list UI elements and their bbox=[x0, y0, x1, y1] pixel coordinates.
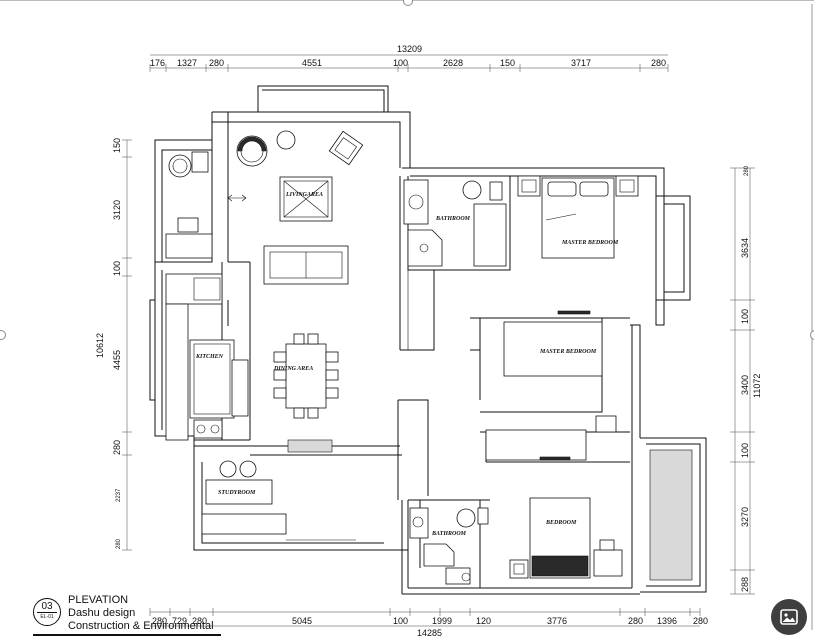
upper-bathroom-fixtures bbox=[403, 179, 507, 350]
dim-right-total: 11072 bbox=[752, 374, 762, 398]
dim-left: 280 bbox=[112, 440, 122, 455]
badge-divider bbox=[37, 612, 57, 613]
room-label-dining: DINING AREA bbox=[273, 366, 313, 372]
drawing-subtitle: Construction & Environmental bbox=[68, 620, 214, 632]
dim-bottom: 280 bbox=[152, 616, 167, 626]
dim-top: 280 bbox=[651, 58, 666, 68]
dim-bottom: 3776 bbox=[547, 616, 567, 626]
dim-top: 280 bbox=[209, 58, 224, 68]
dim-left: 150 bbox=[112, 138, 122, 153]
dim-top: 176 bbox=[150, 58, 165, 68]
sheet-code: EL-01 bbox=[40, 614, 54, 620]
dim-left: 4455 bbox=[112, 350, 122, 370]
dim-bottom-total: 14285 bbox=[417, 628, 442, 638]
top-dimension-line: 13209 176 1327 280 4551 100 2628 150 371… bbox=[149, 44, 669, 72]
dim-left-small: 2237 bbox=[116, 488, 122, 502]
room-label-living: LIVINGAREA bbox=[285, 192, 323, 198]
lower-bathroom-fixtures bbox=[409, 507, 489, 585]
living-furniture bbox=[227, 130, 364, 285]
top-edge-handle bbox=[403, 0, 413, 6]
room-label-master-bedroom-2: MASTER BEDROOM bbox=[539, 349, 597, 355]
title-underline bbox=[33, 634, 221, 636]
dim-right: 100 bbox=[740, 309, 750, 324]
drawing-title: PLEVATION bbox=[68, 594, 129, 606]
dim-bottom: 280 bbox=[628, 616, 643, 626]
left-edge-handle bbox=[0, 330, 6, 340]
image-icon bbox=[780, 609, 798, 625]
dim-top-total: 13209 bbox=[397, 44, 422, 54]
bedroom-lower-furniture bbox=[509, 449, 693, 581]
dim-top: 1327 bbox=[177, 58, 197, 68]
sheet-number: 03 bbox=[41, 601, 53, 612]
dim-left: 100 bbox=[112, 261, 122, 276]
dim-bottom: 120 bbox=[476, 616, 491, 626]
sheet-badge: 03 EL-01 bbox=[33, 598, 61, 626]
master-bedroom-1-label: MASTER BEDROOM bbox=[561, 240, 619, 246]
dim-left: 3120 bbox=[112, 200, 122, 220]
master-bedroom-1-furniture bbox=[517, 175, 639, 315]
dim-left-small: 280 bbox=[116, 538, 122, 549]
company-name: Dashu design bbox=[68, 607, 136, 619]
dim-top: 100 bbox=[393, 58, 408, 68]
dim-bottom: 100 bbox=[393, 616, 408, 626]
balcony-furniture bbox=[165, 151, 213, 259]
left-dimension-line: 150 3120 100 4455 280 2237 280 10612 bbox=[95, 138, 132, 551]
right-dimension-line: 280 3634 100 3400 100 3270 288 11072 bbox=[730, 165, 762, 595]
dim-bottom: 1999 bbox=[432, 616, 452, 626]
dim-bottom: 1396 bbox=[657, 616, 677, 626]
room-label-master-bedroom-1: MASTER BEDROOM bbox=[561, 240, 619, 246]
room-label-bathroom-upper: BATHROOM bbox=[435, 216, 471, 222]
dim-right: 288 bbox=[740, 577, 750, 592]
dim-right: 3634 bbox=[740, 238, 750, 258]
image-button[interactable] bbox=[771, 599, 807, 635]
room-label-kitchen: KITCHEN bbox=[195, 354, 224, 360]
dim-bottom: 280 bbox=[693, 616, 708, 626]
bottom-dimension-line: 280 729 280 5045 100 1999 120 3776 280 1… bbox=[149, 608, 708, 638]
room-label-study: STUDYROOM bbox=[218, 490, 256, 496]
dim-top: 4551 bbox=[302, 58, 322, 68]
kitchen-fixtures bbox=[165, 273, 249, 441]
dim-left-total: 10612 bbox=[95, 333, 105, 358]
dim-bottom: 5045 bbox=[292, 616, 312, 626]
dim-bottom: 280 bbox=[192, 616, 207, 626]
master-bedroom-2-furniture bbox=[485, 321, 617, 461]
dining-furniture bbox=[273, 333, 339, 453]
dim-top: 3717 bbox=[571, 58, 591, 68]
dim-top: 2628 bbox=[443, 58, 463, 68]
interior-walls bbox=[194, 122, 630, 588]
dim-bottom: 729 bbox=[172, 616, 187, 626]
dim-top: 150 bbox=[500, 58, 515, 68]
room-label-bedroom-lower: BEDROOM bbox=[545, 520, 577, 526]
dim-right-small: 280 bbox=[744, 165, 750, 176]
study-furniture bbox=[201, 460, 356, 544]
dim-right: 3400 bbox=[740, 375, 750, 395]
room-label-bathroom-lower: BATHROOM bbox=[431, 531, 467, 537]
dim-right: 3270 bbox=[740, 507, 750, 527]
master-bedroom-2-label: MASTER BEDROOM bbox=[539, 349, 597, 355]
dim-right: 100 bbox=[740, 443, 750, 458]
right-edge-handle bbox=[810, 330, 814, 340]
